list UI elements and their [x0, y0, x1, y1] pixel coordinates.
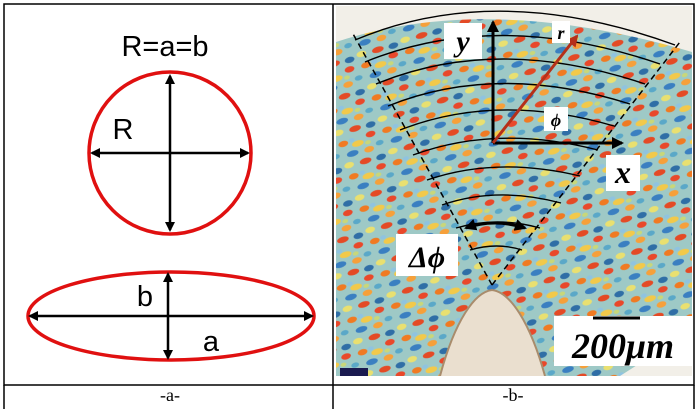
r-arrow	[491, 34, 579, 144]
concentric-arcs	[354, 10, 676, 251]
panel-b	[336, 6, 692, 376]
equation-label: R=a=b	[121, 31, 208, 63]
micrograph-image	[336, 19, 692, 376]
table-border	[3, 3, 695, 386]
y-axis-label: y	[453, 25, 470, 58]
circle-shape	[87, 70, 253, 236]
r-axis-label: r	[557, 23, 565, 43]
ellipse-minor-label: b	[137, 281, 153, 313]
caption-b: -b-	[502, 385, 524, 405]
scale-bar-label: 200μm	[571, 326, 674, 366]
sector-right-boundary	[491, 41, 681, 286]
corner-mark	[340, 368, 368, 376]
sector-left-boundary	[351, 31, 493, 286]
circle-radius-label: R	[113, 114, 134, 146]
phi-label: ϕ	[551, 110, 561, 130]
ellipse-major-label: a	[203, 326, 220, 358]
x-axis-label: x	[614, 154, 631, 190]
delta-phi-label: Δϕ	[408, 241, 445, 274]
caption-a: -a-	[160, 385, 180, 405]
delta-phi-arrow	[464, 218, 527, 231]
panel-a: R=a=b R b a	[26, 31, 316, 362]
